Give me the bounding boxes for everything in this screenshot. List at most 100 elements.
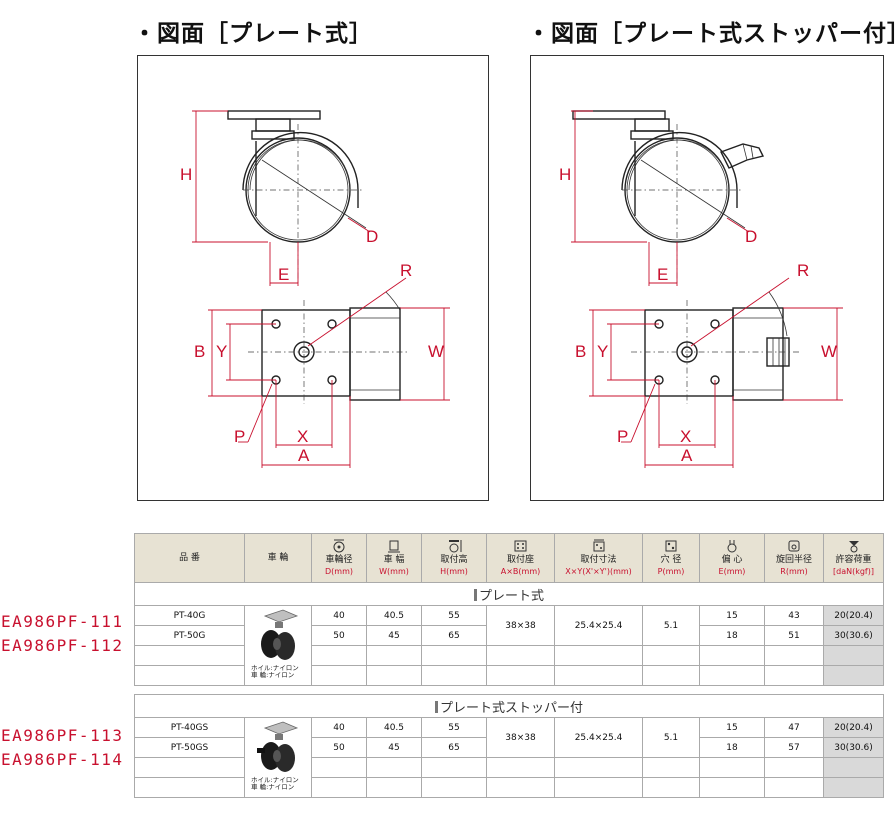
table-row-empty [134,777,884,798]
dim-label-w: W [428,342,444,361]
table-row-empty [134,645,884,666]
dim-label-x: X [297,427,308,446]
drawing-panel-plate-stopper: H D E R B Y W [530,55,884,501]
cell-load: 20(20.4) [823,605,884,626]
cell-model: PT-40GS [134,717,245,738]
dim-label-a-stopper: A [681,446,693,465]
col-header-model: 品 番 [134,533,245,583]
technical-drawing-plate-stopper: H D E R B Y W [559,110,843,468]
caster-photo-stopper [257,721,299,772]
dim-label-h-stopper: H [559,165,571,184]
col-header-load: 許容荷重[daN(kgf)] [823,533,884,583]
cell-load: 30(30.6) [823,625,884,646]
cell-offset: 15 [699,717,765,738]
cell-diameter: 50 [311,737,367,758]
cell-height: 55 [421,717,487,738]
dim-label-p: P [234,427,245,446]
top-view: R B Y W P X A [194,261,450,468]
dim-label-b-stopper: B [575,342,586,361]
dim-label-y-stopper: Y [597,342,608,361]
cell-mount-size: 38×38 [486,717,555,758]
cell-mount-size: 38×38 [486,605,555,646]
cell-offset: 18 [699,737,765,758]
part-number: EA986PF-113 [1,726,124,745]
wheel-caption: 車 輪:ナイロン [251,783,295,791]
dim-label-p-stopper: P [617,427,628,446]
cell-diameter: 50 [311,625,367,646]
section-header-row: プレート式 [134,582,884,606]
dim-label-r-stopper: R [797,261,809,280]
cell-diameter: 40 [311,605,367,626]
side-view: H D E [180,110,378,286]
wheel-photo-cell: ホイル:ナイロン車 輪:ナイロン [244,717,312,798]
cell-radius: 47 [764,717,824,738]
mount-dims-icon [593,539,604,551]
table-row-empty [134,665,884,686]
part-number: EA986PF-111 [1,612,124,631]
cell-height: 65 [421,625,487,646]
cell-radius: 57 [764,737,824,758]
drawing-heading-plate: ・図面［プレート式］ [133,21,373,47]
col-header-wheel: 車 輪 [244,533,312,583]
dim-label-d: D [366,227,378,246]
cell-hole: 5.1 [642,717,700,758]
cell-model: PT-50GS [134,737,245,758]
section-title: プレート式 [478,588,544,604]
cell-offset: 15 [699,605,765,626]
part-number: EA986PF-112 [1,636,124,655]
cell-offset: 18 [699,625,765,646]
section-header-row: プレート式ストッパー付 [134,694,884,718]
dim-label-e: E [278,265,289,284]
wheel-caption: ホイル:ナイロン [251,776,299,784]
wheel-diameter-icon [333,539,345,552]
part-number: EA986PF-114 [1,750,124,769]
drawing-heading-plate-stopper: ・図面［プレート式ストッパー付］ [527,21,896,47]
wheel-photo-cell: ホイル:ナイロン車 輪:ナイロン [244,605,312,686]
offset-icon [727,539,737,552]
dim-label-e-stopper: E [657,265,668,284]
cell-mount-dims: 25.4×25.4 [554,605,643,646]
cell-mount-dims: 25.4×25.4 [554,717,643,758]
cell-width: 45 [366,737,422,758]
hole-diameter-icon [665,540,677,551]
dim-label-d-stopper: D [745,227,757,246]
section-title: プレート式ストッパー付 [439,700,583,716]
cell-width: 40.5 [366,717,422,738]
wheel-caption: ホイル:ナイロン [251,664,299,672]
table-row: PT-40GS ホイル:ナイロン車 輪:ナイロン 40 40.5 55 38×3… [134,717,884,798]
dim-label-x-stopper: X [680,427,691,446]
cell-load: 30(30.6) [823,737,884,758]
side-view-stopper: H D E [559,110,765,286]
cell-radius: 43 [764,605,824,626]
dim-label-b: B [194,342,205,361]
table-row: PT-40G ホイル:ナイロン車 輪:ナイロン 40 40.5 55 38×38… [134,605,884,686]
mount-plate-icon [514,540,526,551]
cell-hole: 5.1 [642,605,700,646]
cell-radius: 51 [764,625,824,646]
cell-model: PT-40G [134,605,245,626]
mount-height-icon [449,539,462,552]
load-weight-icon [848,540,859,552]
cell-diameter: 40 [311,717,367,738]
technical-drawing-plate: H D E R B Y [180,110,450,468]
dim-label-w-stopper: W [821,342,837,361]
cell-height: 65 [421,737,487,758]
top-view-stopper: R B Y W P X A [575,261,843,468]
cell-load: 20(20.4) [823,717,884,738]
table-row: PT-50G 50 45 65 18 51 30(30.6) [134,625,884,646]
dim-label-y: Y [216,342,227,361]
wheel-width-icon [388,540,400,552]
caster-photo [261,609,299,660]
cell-width: 45 [366,625,422,646]
cell-model: PT-50G [134,625,245,646]
